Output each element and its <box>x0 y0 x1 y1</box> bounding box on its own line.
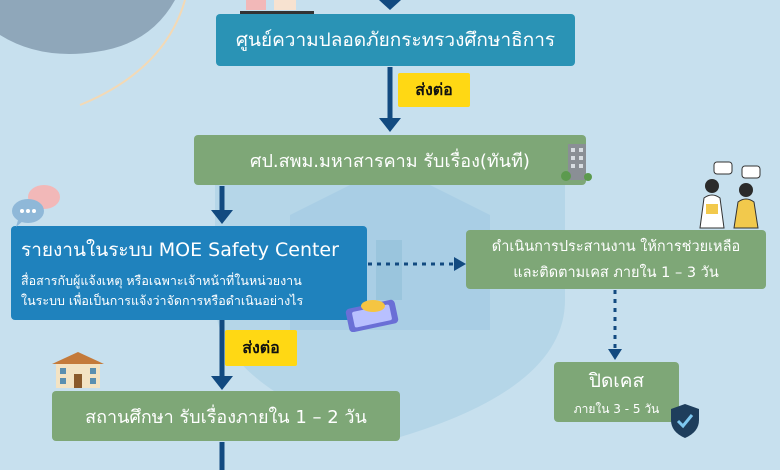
coordination-line1: ดำเนินการประสานงาน ให้การช่วยเหลือ <box>491 239 741 255</box>
desk-illustration-icon <box>240 0 314 14</box>
close-case-sub: ภายใน 3 - 5 วัน <box>573 401 660 416</box>
coordination-line2: และติดตามเคส ภายใน 1 – 3 วัน <box>513 265 719 281</box>
moe-report-line2: ในระบบ เพื่อเป็นการแจ้งว่าจัดการหรือดำเน… <box>21 293 304 308</box>
moe-report-line1: สื่อสารกับผู้แจ้งเหตุ หรือเฉพาะเจ้าหน้าท… <box>21 273 302 288</box>
step-safety-center: ศูนย์ความปลอดภัยกระทรวงศึกษาธิการ <box>216 14 575 66</box>
step-area-office-label: ศป.สพม.มหาสารคาม รับเรื่อง(ทันที) <box>250 150 530 172</box>
phone-icon <box>345 299 399 332</box>
school-icon <box>52 352 104 388</box>
step-coordination: ดำเนินการประสานงาน ให้การช่วยเหลือ และติ… <box>466 230 766 289</box>
step-school: สถานศึกษา รับเรื่องภายใน 1 – 2 วัน <box>52 391 400 441</box>
corner-blob-decoration <box>0 0 186 106</box>
people-talking-icon <box>699 161 761 229</box>
shield-check-icon <box>671 404 699 438</box>
building-icon <box>561 144 592 181</box>
speech-bubbles-icon <box>12 185 60 227</box>
step-safety-center-label: ศูนย์ความปลอดภัยกระทรวงศึกษาธิการ <box>235 29 556 51</box>
forward-tag-1: ส่งต่อ <box>398 73 470 107</box>
forward-tag-2: ส่งต่อ <box>225 330 297 366</box>
step-moe-report: รายงานในระบบ MOE Safety Center สื่อสารกั… <box>11 226 367 320</box>
step-school-label: สถานศึกษา รับเรื่องภายใน 1 – 2 วัน <box>85 406 367 428</box>
step-close-case: ปิดเคส ภายใน 3 - 5 วัน <box>554 362 679 422</box>
moe-report-title: รายงานในระบบ MOE Safety Center <box>21 239 339 261</box>
step-area-office: ศป.สพม.มหาสารคาม รับเรื่อง(ทันที) <box>194 135 586 185</box>
close-case-title: ปิดเคส <box>588 369 645 392</box>
